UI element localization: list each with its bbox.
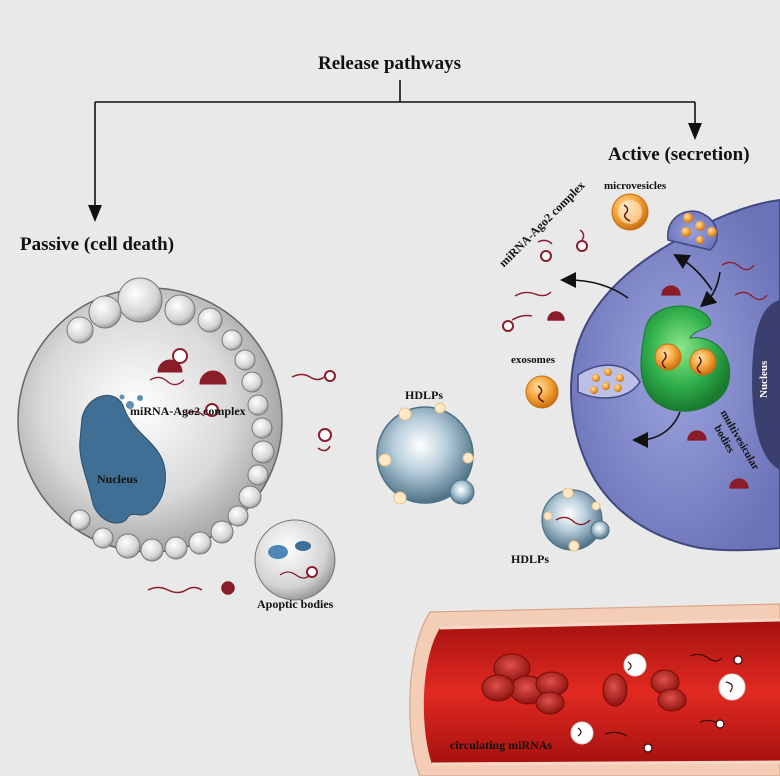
nucleus-label-left: Nucleus — [97, 472, 138, 486]
hdlp-center — [376, 402, 475, 505]
hdlps-label-center: HDLPs — [405, 388, 444, 402]
active-branch-label: Active (secretion) — [608, 144, 750, 165]
exosomes-label: exosomes — [511, 354, 555, 366]
diagram-title: Release pathways — [318, 53, 462, 74]
mirna-ago2-complexes-left — [149, 348, 227, 417]
pathway-tree — [88, 80, 702, 222]
free-mirnas-center — [147, 370, 336, 595]
secreting-cell — [560, 198, 780, 552]
membrane-blebs — [66, 277, 275, 562]
mirna-ago2-label-left: miRNA-Ago2 complex — [130, 404, 246, 418]
intraluminal-vesicles — [654, 343, 717, 376]
passive-branch-label: Passive (cell death) — [20, 234, 175, 255]
nucleus-label-right: Nucleus — [758, 360, 770, 398]
multivesicular-body — [640, 305, 731, 412]
blood-vessel — [409, 603, 780, 776]
apoptic-body — [254, 519, 336, 601]
microvesicles-label: microvesicles — [604, 180, 667, 192]
exosome — [525, 375, 559, 409]
red-blood-cells — [481, 653, 687, 715]
dying-cell — [17, 277, 283, 562]
microvesicle — [611, 193, 649, 231]
hdlp-right — [541, 487, 610, 552]
circulating-mirnas-label: circulating miRNAs — [450, 738, 553, 752]
hdlps-label-right: HDLPs — [511, 552, 550, 566]
apoptic-bodies-label: Apoptic bodies — [257, 597, 334, 611]
mirna-ago2-complexes-right — [661, 261, 768, 489]
free-mirnas-right — [502, 229, 588, 332]
nucleus-left — [79, 394, 166, 524]
